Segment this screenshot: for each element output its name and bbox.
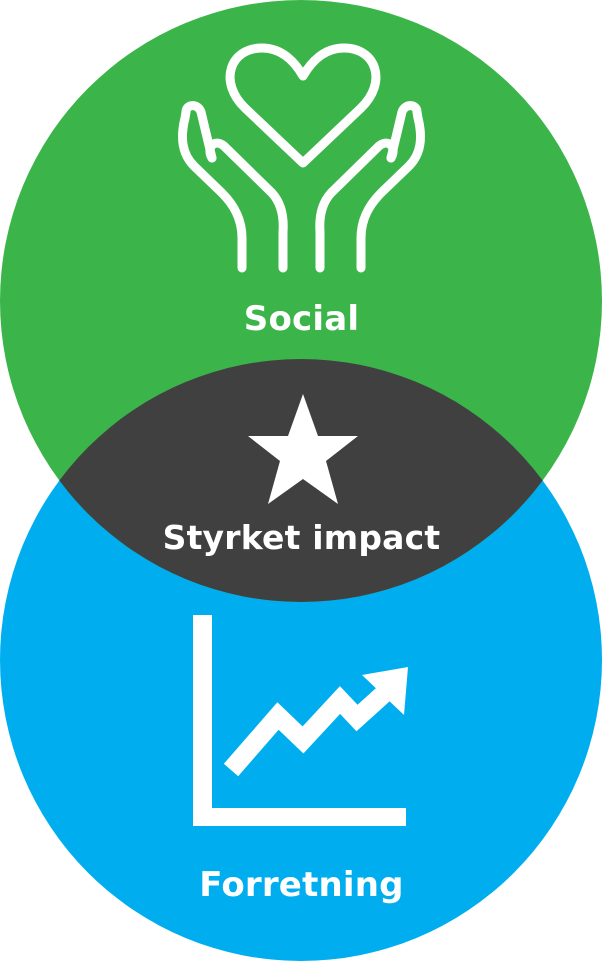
heart-in-hands-icon: [177, 43, 426, 273]
business-label: Forretning: [199, 865, 404, 905]
chart-trend-line: [223, 682, 395, 777]
chart-x-axis: [193, 808, 406, 826]
overlap-region: [0, 359, 602, 602]
social-label: Social: [243, 299, 360, 339]
chart-trend-arrowhead: [362, 667, 408, 715]
star-icon: [248, 394, 358, 504]
chart-y-axis: [193, 615, 212, 826]
overlap-label: Styrket impact: [162, 518, 441, 557]
growth-chart-icon: [193, 615, 408, 826]
